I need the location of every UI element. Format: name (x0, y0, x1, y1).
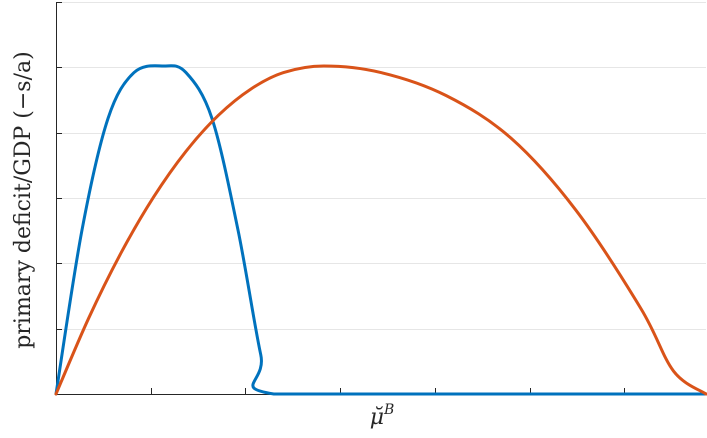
series-line-2 (54, 64, 707, 396)
x-axis-label: μ̆B (370, 402, 395, 430)
x-axis-label-base: μ̆ (370, 405, 384, 430)
grid (56, 2, 706, 330)
y-axis-label: primary deficit/GDP (−s/a) (11, 51, 36, 348)
x-axis-label-superscript: B (383, 402, 394, 418)
series-line-1 (54, 64, 707, 396)
series-layer (54, 64, 707, 396)
